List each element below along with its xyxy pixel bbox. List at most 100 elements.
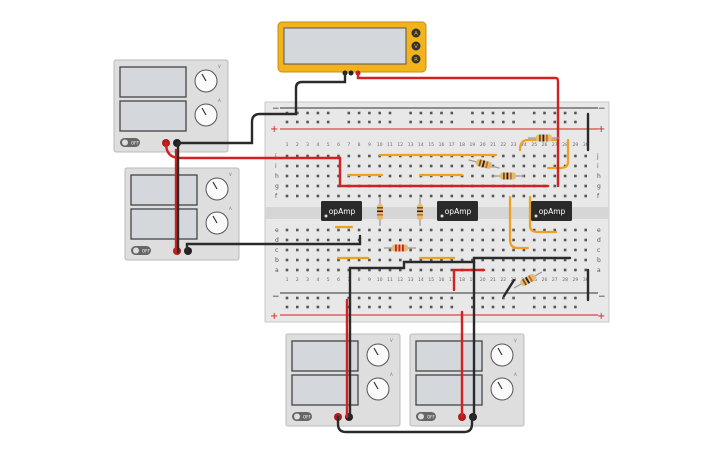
breadboard-hole[interactable] [481, 194, 484, 198]
rail-hole[interactable] [563, 111, 567, 115]
resistor-1[interactable] [377, 198, 383, 226]
breadboard-hole[interactable] [326, 238, 330, 242]
breadboard-hole[interactable] [574, 228, 577, 232]
black-wire-psu2[interactable] [185, 234, 362, 254]
rail-hole[interactable] [563, 296, 567, 300]
rail-hole[interactable] [543, 296, 546, 300]
rail-hole[interactable] [543, 111, 546, 115]
breadboard-hole[interactable] [502, 248, 505, 252]
breadboard-hole[interactable] [316, 238, 320, 242]
breadboard-hole[interactable] [409, 258, 412, 262]
breadboard-hole[interactable] [429, 258, 433, 262]
breadboard-hole[interactable] [553, 154, 557, 158]
rail-hole[interactable] [296, 296, 299, 300]
breadboard-hole[interactable] [316, 268, 320, 272]
breadboard-hole[interactable] [502, 258, 505, 262]
breadboard-hole[interactable] [409, 164, 412, 168]
breadboard-hole[interactable] [419, 248, 423, 252]
breadboard-hole[interactable] [316, 154, 320, 158]
breadboard-hole[interactable] [491, 258, 495, 262]
rail-hole[interactable] [543, 120, 546, 124]
breadboard-hole[interactable] [532, 154, 536, 158]
rail-hole[interactable] [491, 111, 495, 115]
breadboard-hole[interactable] [429, 268, 433, 272]
power-supply-1[interactable]: V A OFF [113, 59, 229, 153]
breadboard-hole[interactable] [563, 184, 567, 188]
jumper-wire[interactable] [546, 138, 570, 170]
breadboard-hole[interactable] [563, 248, 567, 252]
breadboard-hole[interactable] [543, 228, 546, 232]
rail-hole[interactable] [471, 111, 474, 115]
breadboard-hole[interactable] [337, 194, 340, 198]
breadboard-hole[interactable] [326, 228, 330, 232]
breadboard-hole[interactable] [491, 194, 495, 198]
breadboard-hole[interactable] [502, 238, 505, 242]
breadboard-hole[interactable] [296, 228, 299, 232]
breadboard-hole[interactable] [553, 184, 557, 188]
breadboard-hole[interactable] [584, 228, 587, 232]
breadboard-hole[interactable] [326, 154, 330, 158]
breadboard-hole[interactable] [306, 174, 309, 178]
breadboard-hole[interactable] [347, 164, 351, 168]
rail-hole[interactable] [419, 305, 423, 309]
rail-hole[interactable] [481, 305, 484, 309]
rail-hole[interactable] [357, 296, 361, 300]
breadboard-hole[interactable] [532, 164, 536, 168]
breadboard-hole[interactable] [368, 164, 371, 168]
black-wire-meter[interactable] [176, 71, 347, 145]
breadboard-hole[interactable] [532, 268, 536, 272]
breadboard-hole[interactable] [296, 194, 299, 198]
breadboard-hole[interactable] [388, 258, 392, 262]
breadboard-hole[interactable] [409, 268, 412, 272]
rail-hole[interactable] [419, 120, 423, 124]
rail-hole[interactable] [306, 296, 309, 300]
breadboard-hole[interactable] [563, 268, 567, 272]
rail-hole[interactable] [316, 296, 320, 300]
breadboard-hole[interactable] [512, 228, 515, 232]
rail-hole[interactable] [429, 296, 433, 300]
rail-hole[interactable] [553, 111, 557, 115]
breadboard-hole[interactable] [326, 194, 330, 198]
rail-hole[interactable] [471, 120, 474, 124]
breadboard-hole[interactable] [378, 268, 381, 272]
breadboard-hole[interactable] [450, 164, 454, 168]
breadboard-hole[interactable] [316, 194, 320, 198]
breadboard-hole[interactable] [584, 258, 587, 262]
breadboard-hole[interactable] [543, 154, 546, 158]
rail-hole[interactable] [368, 111, 371, 115]
breadboard-hole[interactable] [584, 238, 587, 242]
breadboard-hole[interactable] [450, 248, 454, 252]
breadboard-hole[interactable] [316, 174, 320, 178]
breadboard-hole[interactable] [285, 184, 289, 188]
breadboard-hole[interactable] [306, 238, 309, 242]
breadboard-hole[interactable] [471, 174, 474, 178]
breadboard-hole[interactable] [347, 194, 351, 198]
rail-hole[interactable] [543, 305, 546, 309]
breadboard-hole[interactable] [357, 154, 361, 158]
breadboard-hole[interactable] [419, 164, 423, 168]
breadboard-hole[interactable] [512, 258, 515, 262]
breadboard-hole[interactable] [378, 164, 381, 168]
breadboard-hole[interactable] [347, 238, 351, 242]
rail-hole[interactable] [378, 296, 381, 300]
rail-hole[interactable] [296, 120, 299, 124]
breadboard-hole[interactable] [543, 258, 546, 262]
breadboard-hole[interactable] [502, 228, 505, 232]
breadboard-hole[interactable] [296, 184, 299, 188]
rail-hole[interactable] [419, 111, 423, 115]
power-supply-2[interactable]: V A OFF [124, 167, 240, 261]
breadboard-hole[interactable] [316, 228, 320, 232]
breadboard-hole[interactable] [337, 248, 340, 252]
rail-hole[interactable] [378, 120, 381, 124]
breadboard-hole[interactable] [316, 248, 320, 252]
breadboard-hole[interactable] [471, 238, 474, 242]
breadboard-hole[interactable] [553, 238, 557, 242]
breadboard-hole[interactable] [347, 154, 351, 158]
breadboard-hole[interactable] [429, 238, 433, 242]
rail-hole[interactable] [512, 296, 515, 300]
rail-hole[interactable] [409, 120, 412, 124]
breadboard-hole[interactable] [326, 258, 330, 262]
breadboard-hole[interactable] [285, 248, 289, 252]
rail-hole[interactable] [553, 296, 557, 300]
